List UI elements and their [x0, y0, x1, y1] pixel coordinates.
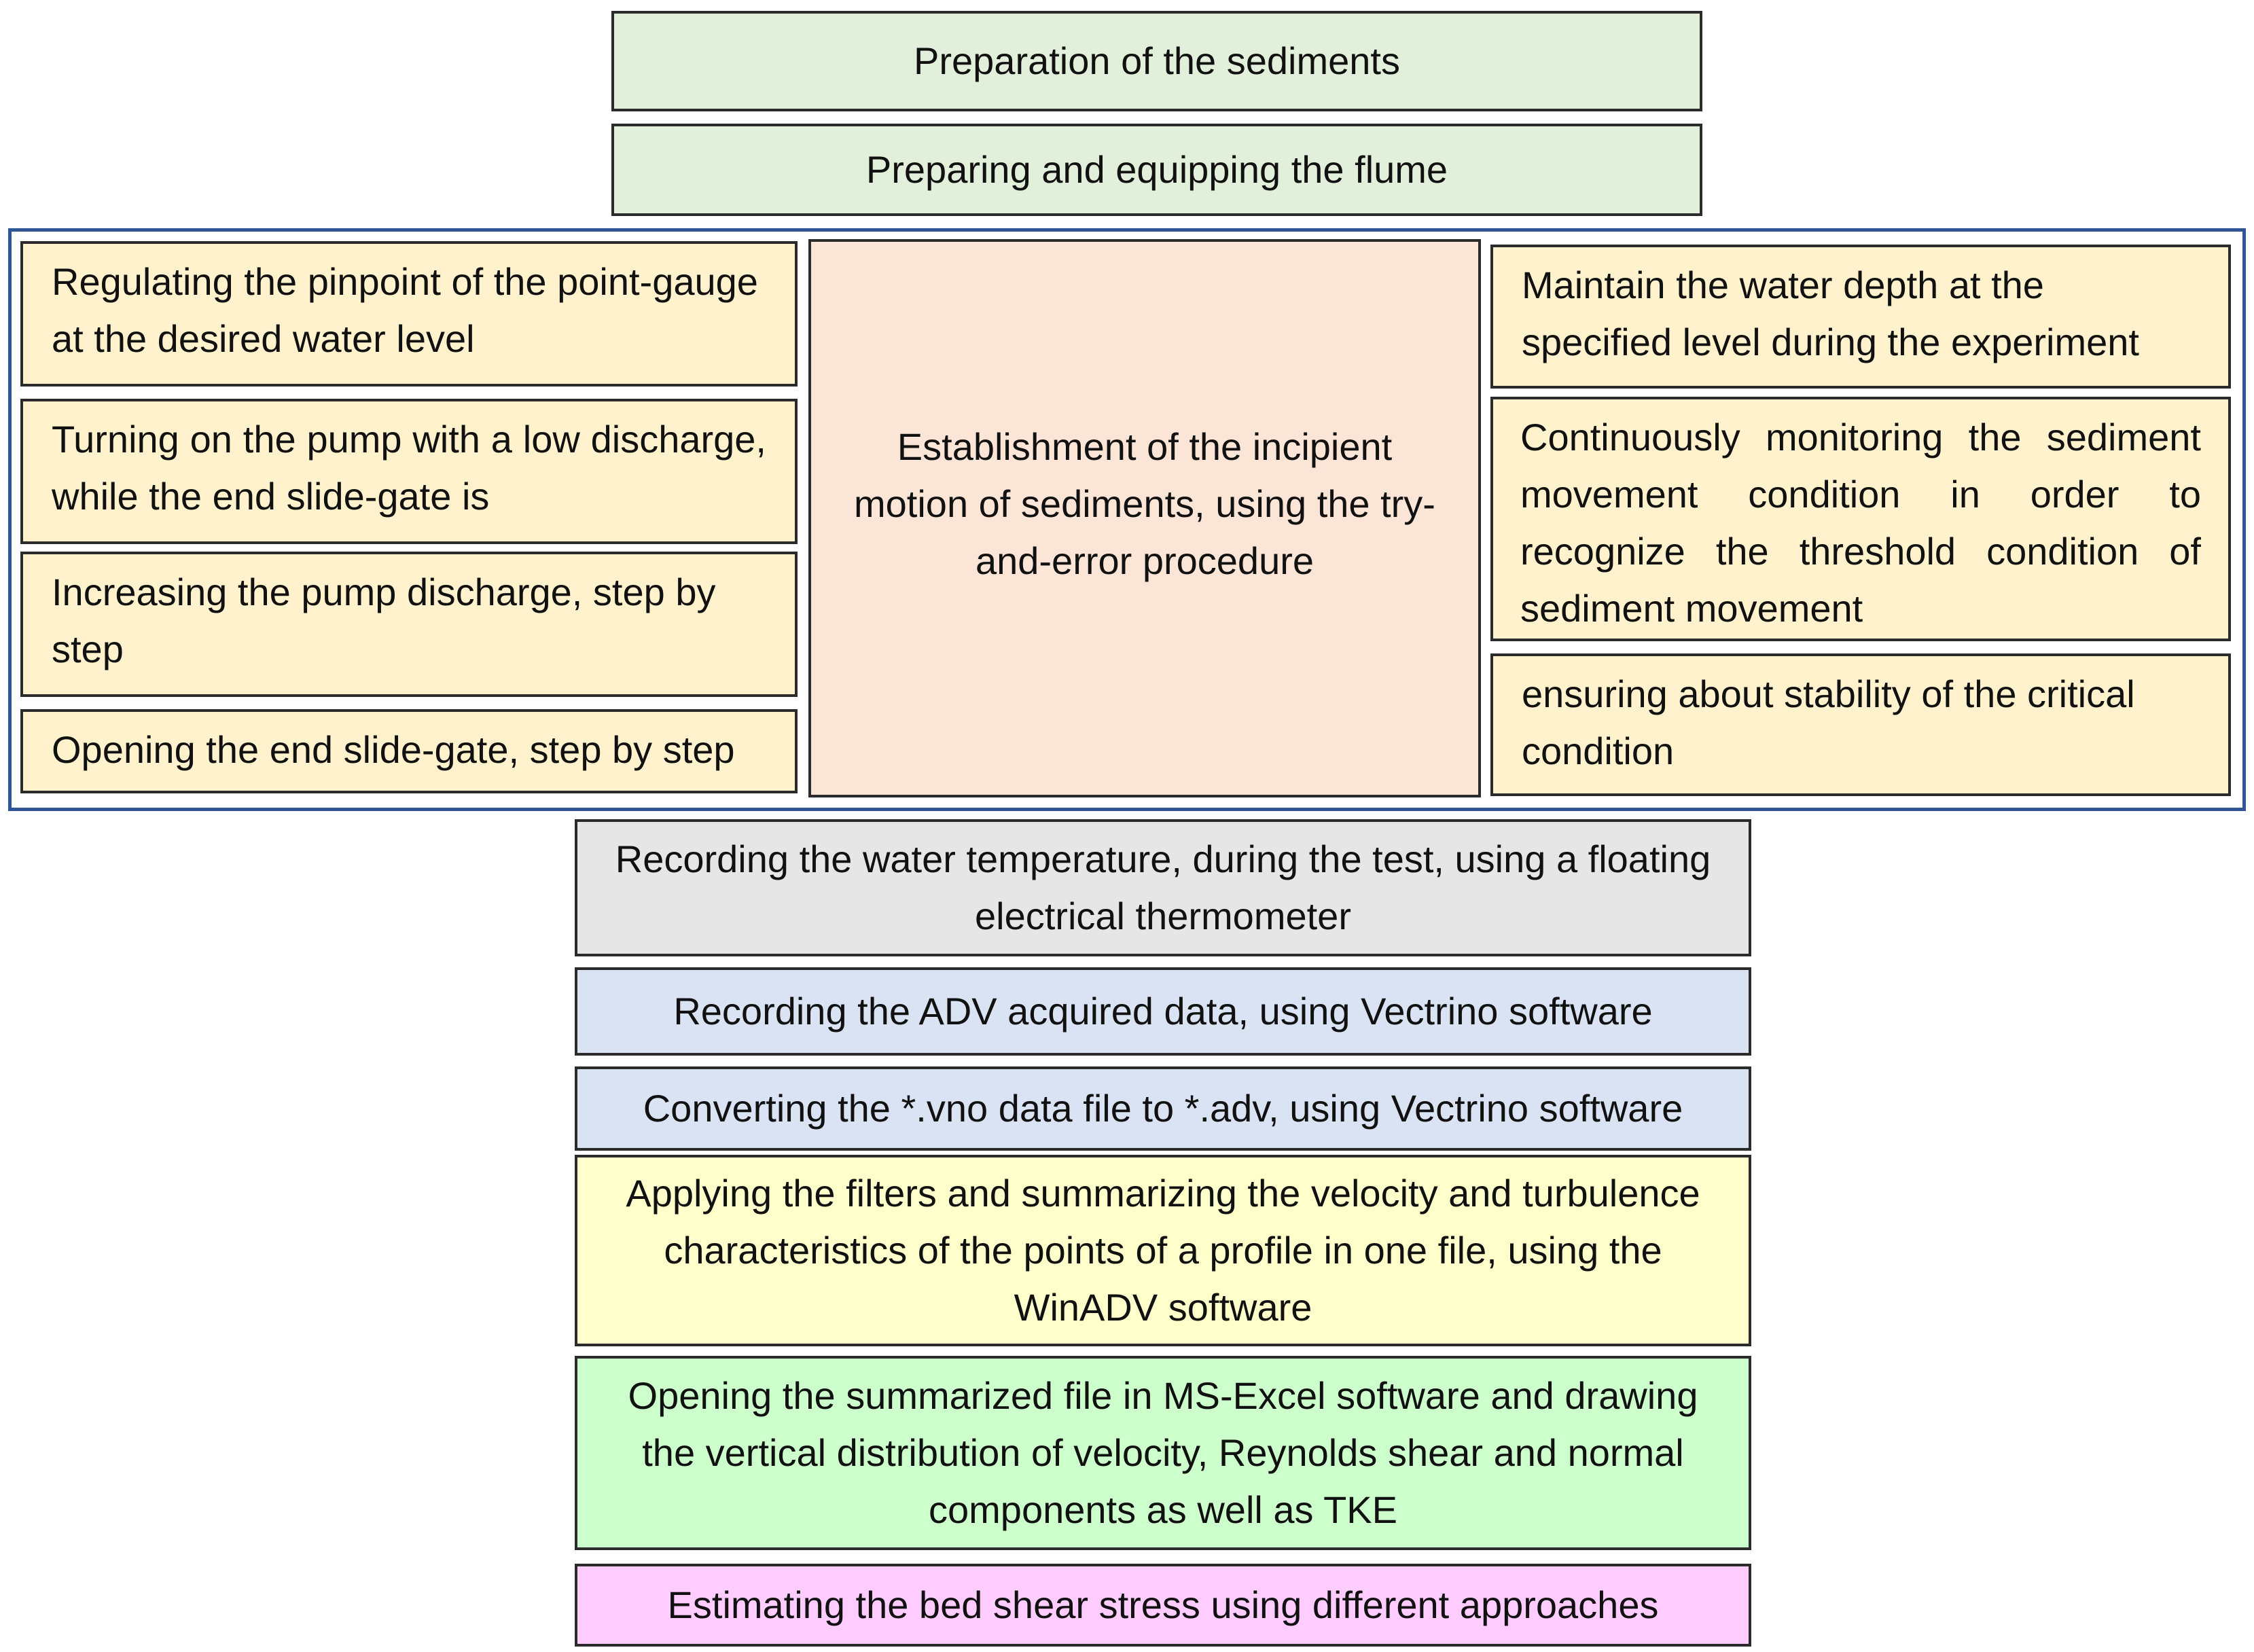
step-label: Opening the summarized file in MS-Excel … [628, 1374, 1698, 1531]
step-incipient-motion: Establishment of the incipient motion of… [808, 239, 1481, 797]
step-maintain-water-depth: Maintain the water depth at the specifie… [1490, 245, 2231, 389]
step-increasing-pump-discharge: Increasing the pump discharge, step by s… [20, 552, 798, 697]
step-converting-vno-file: Converting the *.vno data file to *.adv,… [575, 1066, 1751, 1151]
step-regulating-point-gauge: Regulating the pinpoint of the point-gau… [20, 241, 798, 387]
step-applying-filters: Applying the filters and summarizing the… [575, 1155, 1751, 1346]
step-ensuring-stability: ensuring about stability of the critical… [1490, 653, 2231, 796]
step-estimating-shear-stress: Estimating the bed shear stress using di… [575, 1564, 1751, 1647]
step-label: ensuring about stability of the critical… [1522, 672, 2135, 772]
step-label: Estimating the bed shear stress using di… [667, 1583, 1659, 1626]
step-label: Applying the filters and summarizing the… [626, 1172, 1700, 1329]
step-label: Turning on the pump with a low discharge… [52, 418, 766, 518]
step-label: Maintain the water depth at the specifie… [1522, 264, 2139, 363]
step-label: Recording the water temperature, during … [615, 838, 1711, 937]
step-label: Increasing the pump discharge, step by s… [52, 571, 716, 670]
step-label: Preparing and equipping the flume [865, 148, 1448, 191]
step-label: Opening the end slide-gate, step by step [52, 728, 735, 771]
step-monitoring-sediment: Continuously monitoring the sediment mov… [1490, 397, 2231, 641]
step-turning-on-pump: Turning on the pump with a low discharge… [20, 399, 798, 544]
experiment-stage-frame [8, 228, 2246, 811]
step-excel-distribution: Opening the summarized file in MS-Excel … [575, 1356, 1751, 1550]
step-preparing-flume: Preparing and equipping the flume [611, 124, 1702, 216]
step-label: Recording the ADV acquired data, using V… [673, 990, 1653, 1032]
step-label: Establishment of the incipient motion of… [854, 425, 1435, 582]
step-label: Regulating the pinpoint of the point-gau… [52, 260, 758, 360]
step-label: Converting the *.vno data file to *.adv,… [643, 1087, 1683, 1130]
step-label: Continuously monitoring the sediment mov… [1520, 416, 2201, 630]
step-opening-slide-gate: Opening the end slide-gate, step by step [20, 709, 798, 793]
step-preparation-of-sediments: Preparation of the sediments [611, 11, 1702, 111]
step-label: Preparation of the sediments [914, 39, 1400, 82]
step-recording-temperature: Recording the water temperature, during … [575, 819, 1751, 956]
step-recording-adv-data: Recording the ADV acquired data, using V… [575, 967, 1751, 1056]
